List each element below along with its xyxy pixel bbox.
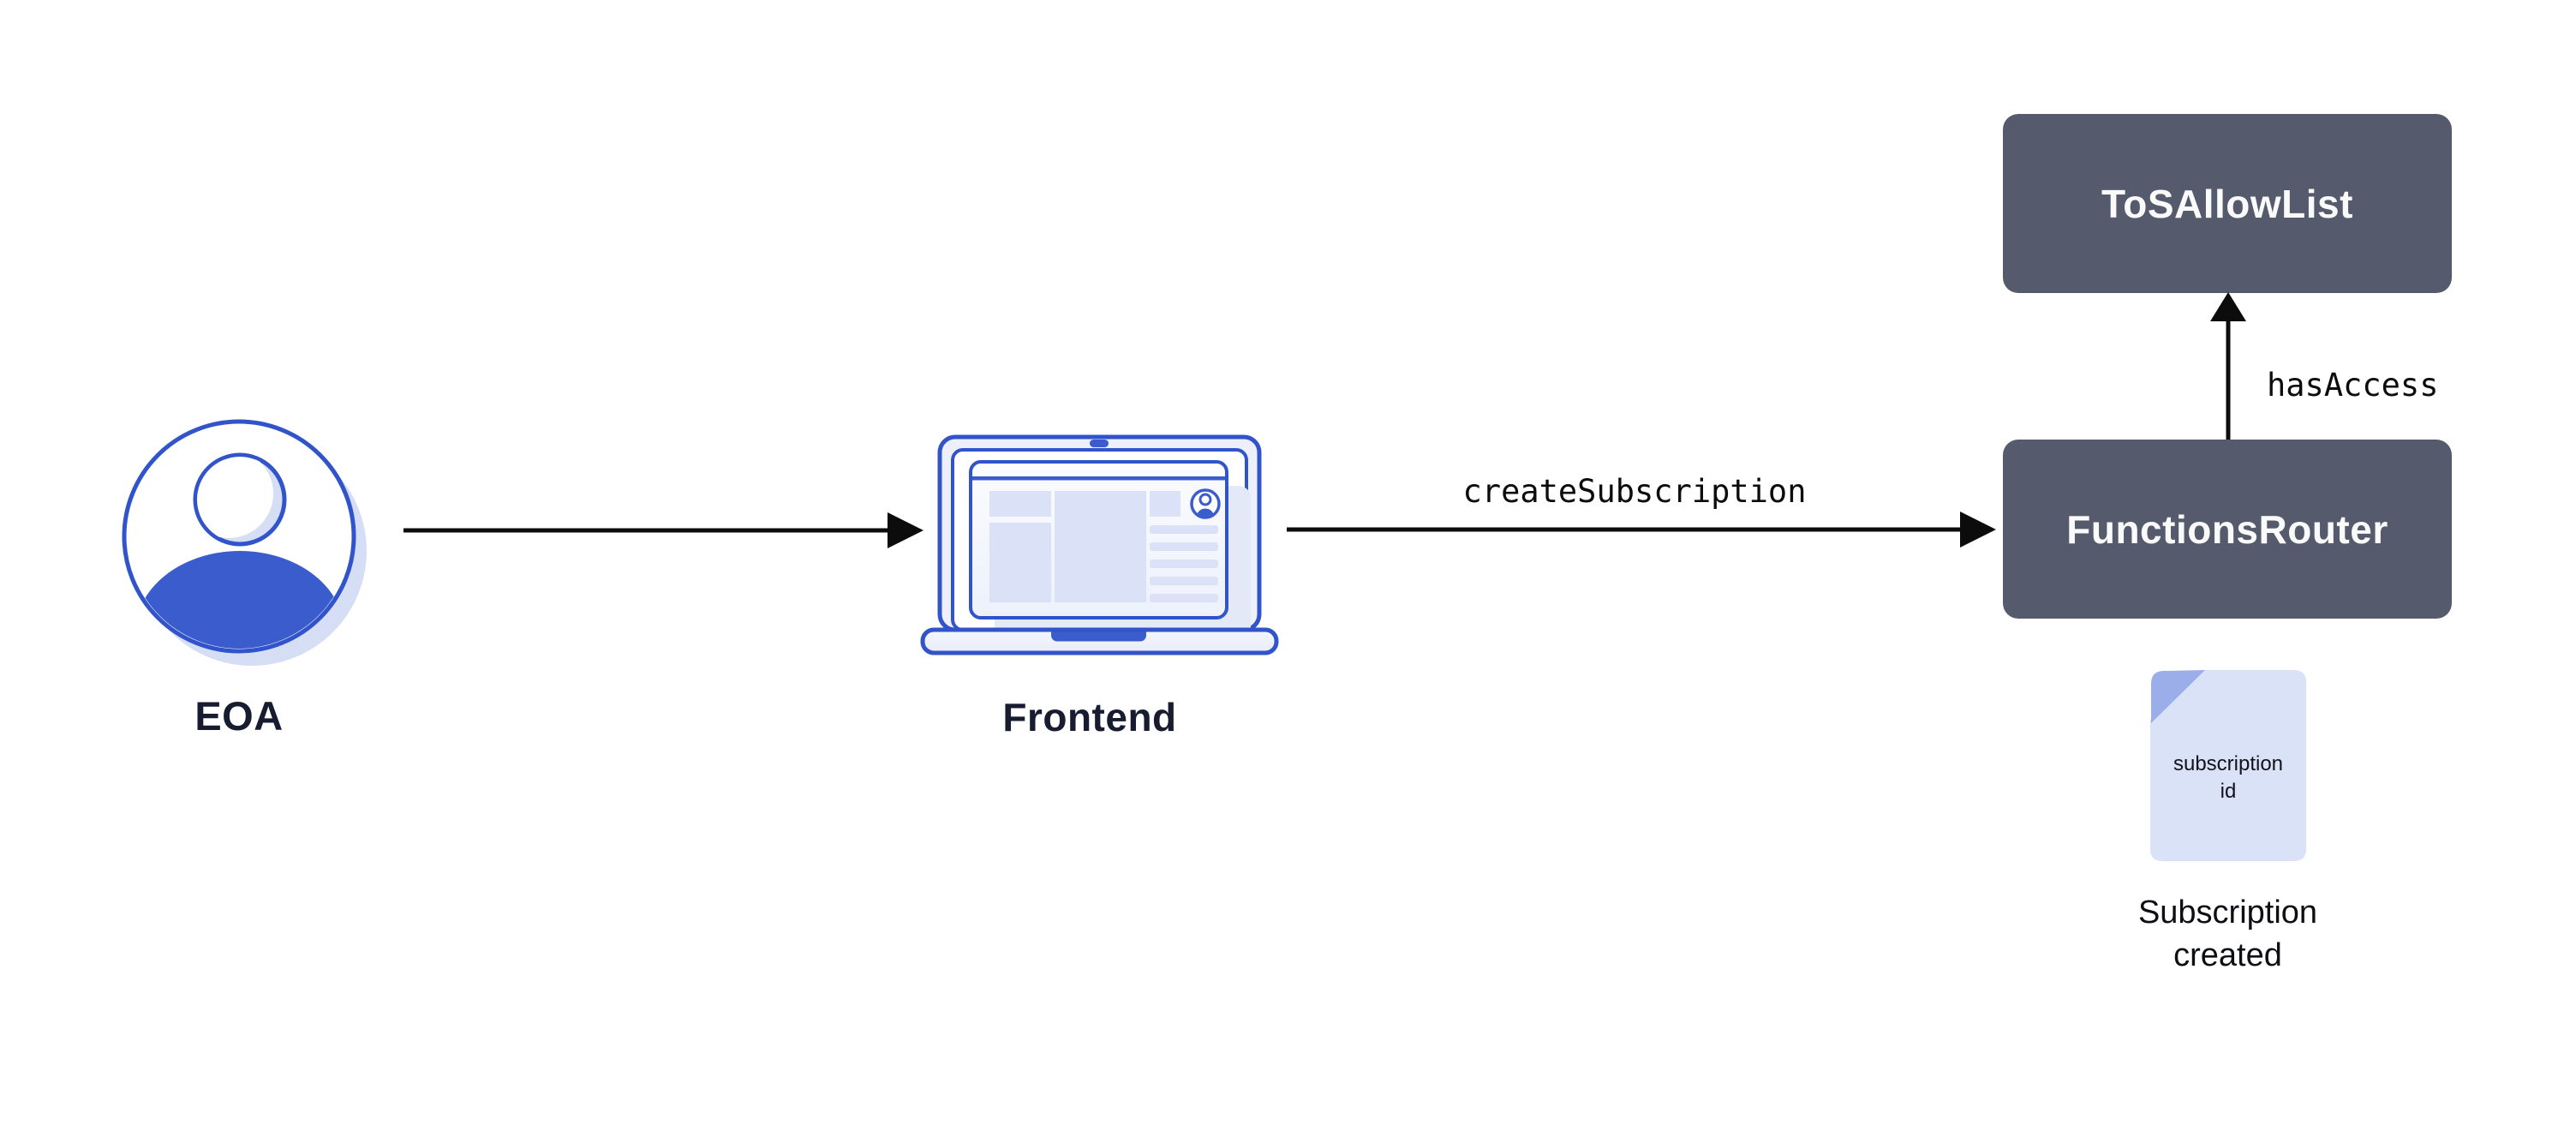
laptop-icon [920, 434, 1279, 655]
edge-label-create-subscription: createSubscription [1462, 473, 1807, 510]
document-icon [2150, 670, 2306, 861]
eoa-label: EOA [194, 693, 284, 739]
browser-header-divider [972, 476, 1225, 481]
avatar-shoulders [135, 551, 344, 649]
node-tos-allow-list: ToSAllowList [2003, 114, 2452, 293]
doc-page [2150, 670, 2306, 861]
arrow-eoa-to-frontend [403, 512, 923, 548]
webcam-dot [1090, 440, 1109, 447]
doc-fold [2151, 670, 2205, 723]
functions-router-title: FunctionsRouter [2066, 506, 2388, 552]
eoa-avatar-icon [122, 419, 367, 666]
node-functions-router: FunctionsRouter [2003, 440, 2452, 619]
frontend-label: Frontend [1002, 695, 1177, 739]
arrow-functions-router-to-tos-allow-list [2210, 292, 2246, 440]
browser-avatar-badge [1190, 488, 1221, 519]
subscription-created-caption: Subscription created [2137, 895, 2318, 974]
arrow-frontend-to-functions-router [1287, 512, 1996, 548]
laptop-base-notch [1051, 631, 1146, 642]
edge-label-has-access: hasAccess [2267, 367, 2439, 404]
browser-content-blocks [989, 491, 1218, 602]
tos-allow-list-title: ToSAllowList [2101, 181, 2353, 226]
subscription-id-text: subscription id [2173, 752, 2284, 803]
